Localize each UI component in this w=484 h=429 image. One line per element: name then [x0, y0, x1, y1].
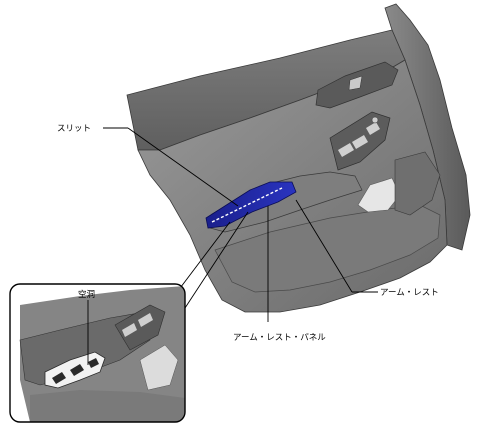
- label-armrest: アーム・レスト: [380, 288, 439, 298]
- armrest-panel-highlight: [205, 181, 297, 229]
- label-cavity: 空洞: [78, 289, 95, 300]
- slit-line: [211, 187, 283, 223]
- label-slit: スリット: [57, 124, 91, 134]
- label-armrest-panel: アーム・レスト・パネル: [233, 333, 326, 343]
- door-trim-panel: [126, 3, 471, 313]
- detail-inset: [9, 283, 186, 423]
